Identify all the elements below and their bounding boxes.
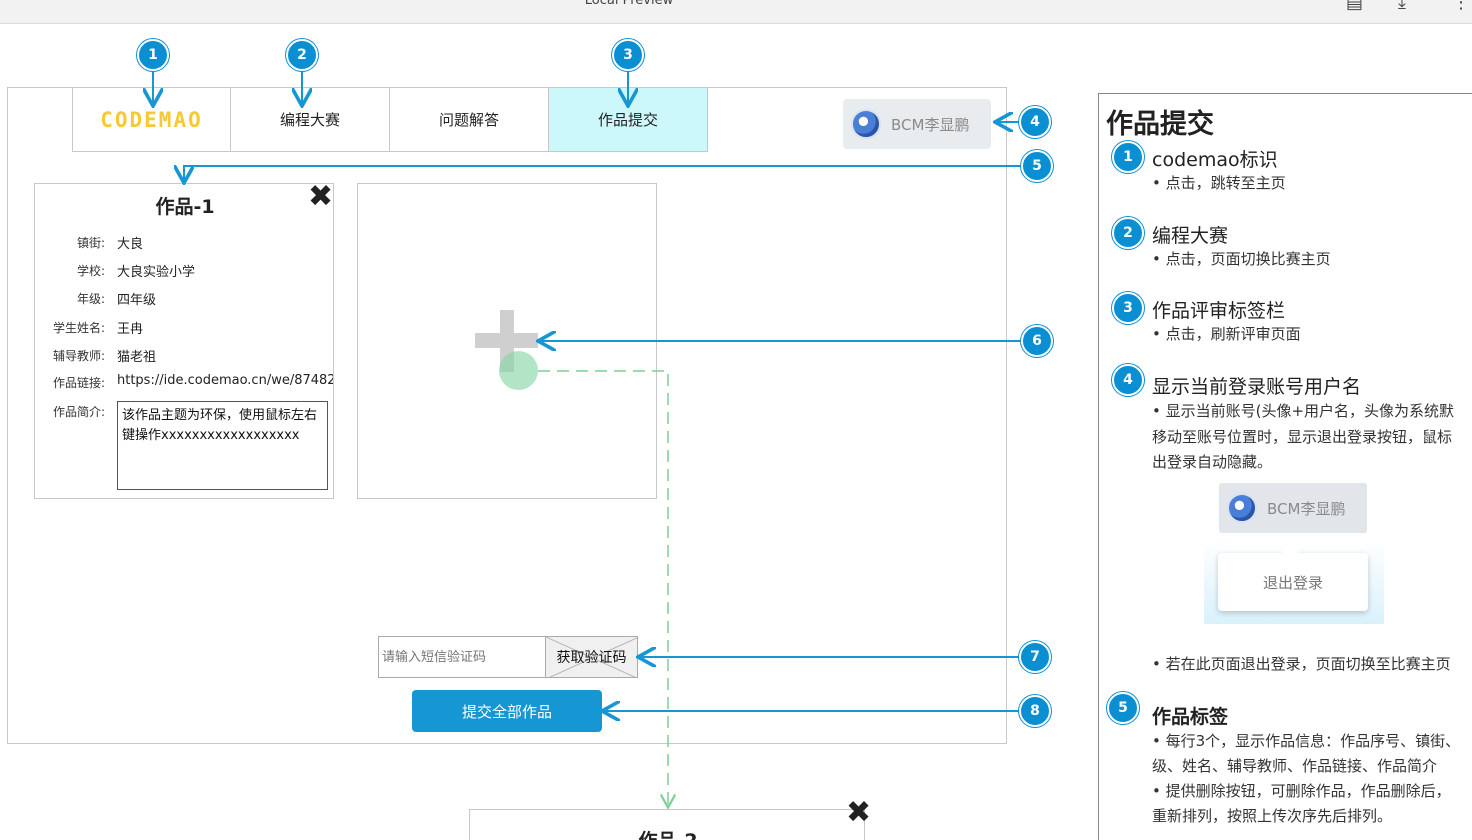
annotation-text: • 每行3个，显示作品信息：作品序号、镇街、 [1152,732,1461,750]
annotation-title: 显示当前登录账号用户名 [1152,376,1362,398]
annotation-text: • 提供删除按钮，可删除作品，作品删除后， [1152,782,1451,800]
demo-user-name: BCM李显鹏 [1267,499,1346,518]
field-value-town: 大良 [117,237,144,252]
field-label-link: 作品链接: [52,376,105,390]
callout-marker-6: 6 [1021,325,1053,357]
close-icon[interactable]: ✖ [846,795,872,830]
annotation-title: 编程大赛 [1152,225,1229,247]
callout-marker-2: 2 [286,39,318,71]
field-label-teacher: 辅导教师: [52,349,105,363]
annotation-text: 重新排列，按照上传次序先后排列。 [1152,807,1393,825]
callout-marker-1: 1 [137,39,169,71]
field-label-grade: 年级: [76,292,105,306]
field-label-school: 学校: [76,264,105,278]
drag-indicator [499,351,538,390]
plus-icon-bar[interactable] [475,333,538,348]
field-label-town: 镇街: [76,236,105,250]
annotation-text: 级、姓名、辅导教师、作品链接、作品简介 [1152,757,1438,775]
callout-marker-7: 7 [1019,641,1051,673]
field-value-student: 王冉 [117,322,144,337]
field-value-school: 大良实验小学 [117,265,196,280]
work-card-title: 作品-2 [470,826,866,840]
get-sms-code-label: 获取验证码 [556,650,627,666]
demo-logout-dropdown: 退出登录 [1204,541,1384,624]
annotation-title: codemao标识 [1152,149,1278,171]
field-value-grade: 四年级 [117,293,157,308]
annotation-title: 作品标签 [1152,706,1229,728]
demo-user-badge: BCM李显鹏 [1219,483,1367,533]
callout-marker-5: 5 [1021,150,1053,182]
window-titlebar: Local Preview ▤ ⤓ ⋮ [0,0,1472,24]
annotation-marker-1: 1 [1112,141,1144,173]
user-account-badge[interactable]: BCM李显鹏 [843,99,991,149]
work-card: 作品-2 [469,809,865,840]
tab-submit[interactable]: 作品提交 [548,87,708,152]
page-icon[interactable]: ▤ [1346,0,1364,13]
window-title: Local Preview [584,0,674,8]
field-label-student: 学生姓名: [52,321,105,335]
avatar [1227,493,1257,523]
annotation-text: • 点击，刷新评审页面 [1152,325,1301,343]
logout-button[interactable]: 退出登录 [1218,553,1368,611]
tab-contest[interactable]: 编程大赛 [230,87,390,152]
annotation-panel [1098,93,1472,840]
callout-marker-3: 3 [612,39,644,71]
annotation-marker-5: 5 [1107,692,1139,724]
tab-qa[interactable]: 问题解答 [389,87,549,152]
field-label-intro: 作品简介: [52,405,105,419]
user-name: BCM李显鹏 [891,115,970,134]
submit-all-button[interactable]: 提交全部作品 [412,690,602,732]
annotation-text: • 点击，页面切换比赛主页 [1152,250,1331,268]
annotation-text: • 点击，跳转至主页 [1152,174,1286,192]
codemao-logo: CODEMAO [100,107,203,132]
annotation-title: 作品评审标签栏 [1152,300,1286,322]
export-icon[interactable]: ⤓ [1398,0,1406,13]
intro-textarea[interactable]: 该作品主题为环保，使用鼠标左右键操作xxxxxxxxxxxxxxxxxx [117,401,328,490]
callout-marker-4: 4 [1019,106,1051,138]
annotation-text: • 显示当前账号(头像+用户名，头像为系统默 [1152,402,1455,420]
annotation-text: 移动至账号位置时，显示退出登录按钮，鼠标 [1152,428,1453,446]
callout-marker-8: 8 [1019,695,1051,727]
annotation-marker-2: 2 [1112,217,1144,249]
field-value-teacher: 猫老祖 [117,350,157,365]
work-card: 作品-1 ✖ 镇街: 大良 学校: 大良实验小学 年级: 四年级 学生姓名: 王… [34,179,334,499]
annotation-marker-3: 3 [1112,292,1144,324]
logo-link[interactable]: CODEMAO [72,87,231,152]
work-card-title: 作品-1 [155,196,215,218]
more-icon[interactable]: ⋮ [1452,0,1470,13]
field-value-link[interactable]: https://ide.codemao.cn/we/874829 [117,373,333,388]
get-sms-code-button[interactable]: 获取验证码 [545,636,638,678]
avatar [851,109,881,139]
annotation-heading: 作品提交 [1106,109,1214,140]
close-icon[interactable]: ✖ [308,179,334,214]
annotation-text: 出登录自动隐藏。 [1152,453,1273,471]
sms-code-input[interactable] [378,636,546,678]
annotation-text: • 若在此页面退出登录，页面切换至比赛主页 [1152,655,1451,673]
annotation-marker-4: 4 [1112,364,1144,396]
